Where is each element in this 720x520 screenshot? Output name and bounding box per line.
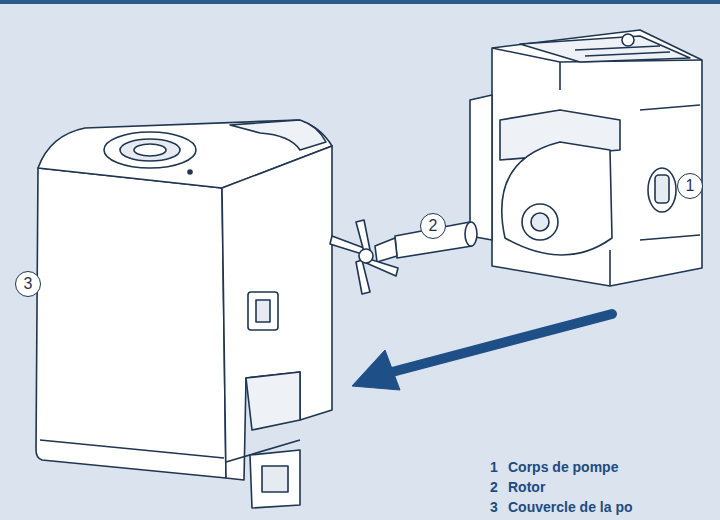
part-name: Couvercle de la po [508,498,632,516]
top-border [0,0,720,4]
callout-number: 1 [686,178,695,194]
part-name: Corps de pompe [508,458,618,476]
rotor [330,220,477,294]
callout-number: 3 [24,276,33,292]
key-number: 2 [490,478,498,496]
callout-circle: 1 [677,173,703,199]
key-number: 3 [490,498,498,516]
part-name: Rotor [508,478,545,496]
callout-number: 2 [429,218,438,234]
pump-body [470,30,702,286]
callout-circle: 3 [15,271,41,297]
pump-cover [36,120,332,508]
key-number: 1 [490,458,498,476]
callout-circle: 2 [420,213,446,239]
assembly-arrow [352,314,612,390]
